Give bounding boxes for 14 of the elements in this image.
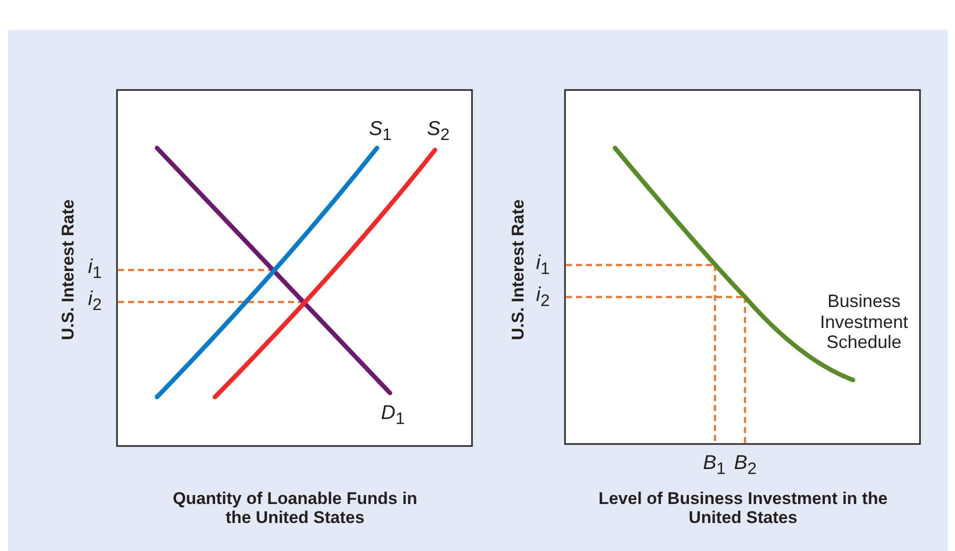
axis-tick-label: B$_{1}$ [703, 452, 726, 478]
curve-label: S$_{2}$ [427, 118, 450, 144]
axis-title: Quantity of Loanable Funds in the United States [172, 488, 418, 528]
axis-tick-label: i$_{1}$ [88, 256, 102, 282]
axis-tick-label: i$_{2}$ [536, 284, 550, 310]
axis-title: U.S. Interest Rate [508, 199, 528, 340]
axis-title: Level of Business Investment in the United States [597, 488, 889, 528]
axis-tick-label: i$_{1}$ [536, 252, 550, 278]
curve-label: D$_{1}$ [381, 402, 405, 428]
axis-tick-label: B$_{2}$ [734, 452, 757, 478]
axis-title: U.S. Interest Rate [58, 199, 78, 340]
curve-label: Business Investment Schedule [818, 291, 910, 354]
axis-tick-label: i$_{2}$ [88, 288, 102, 314]
curve-label: S$_{1}$ [369, 118, 392, 144]
